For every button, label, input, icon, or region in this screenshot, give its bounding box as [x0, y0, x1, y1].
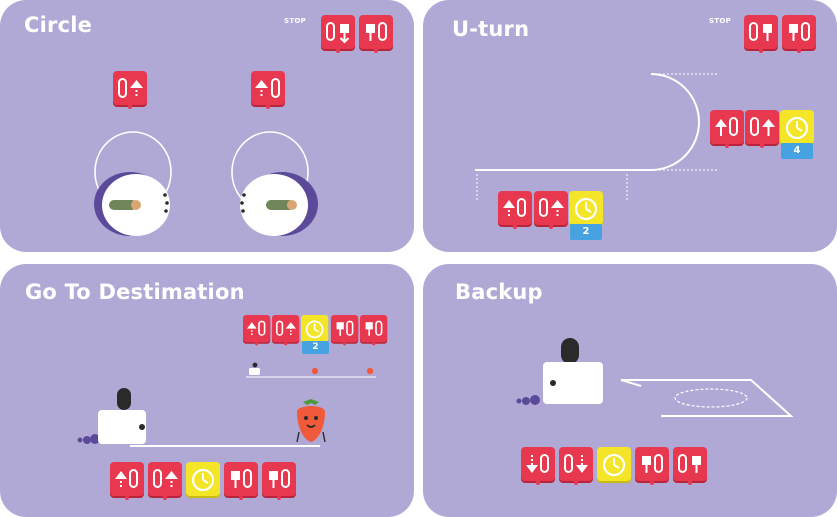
card-stop-back[interactable] [321, 15, 355, 53]
robot-top-right [240, 172, 318, 236]
stop-back-icon [336, 320, 354, 336]
turn-forward-icon [750, 117, 775, 136]
panel-destination: Go To Destimation 2 [0, 264, 414, 517]
card-stop-forward[interactable] [243, 315, 271, 346]
panel-title-backup: Backup [455, 280, 543, 304]
stop-forward-icon [678, 454, 701, 473]
card-turn-forward[interactable] [534, 191, 568, 229]
card-turn-right[interactable] [113, 71, 147, 109]
stop-back-icon [326, 22, 350, 44]
panel-circle: Circle STOP [0, 0, 414, 252]
stop-forward-icon [365, 320, 383, 336]
card-stop-forward[interactable] [110, 462, 144, 500]
turn-forward-icon [276, 320, 296, 336]
stop-forward-icon [269, 469, 290, 488]
card-stop-back[interactable] [744, 15, 778, 53]
panel-title-destination: Go To Destimation [25, 280, 245, 304]
parking-area [620, 379, 794, 417]
card-stop-forward[interactable] [673, 447, 707, 485]
turn-forward-icon [153, 469, 178, 488]
card-wait[interactable] [301, 315, 329, 343]
mini-path-preview [246, 362, 376, 378]
turn-forward-icon [539, 198, 564, 217]
backward-icon [526, 454, 549, 473]
stop-back-icon [231, 469, 252, 488]
backward-icon [564, 454, 588, 473]
panel-uturn: U-turn STOP [423, 0, 837, 252]
panel-title-uturn: U-turn [452, 17, 530, 41]
timer-icon [785, 116, 809, 140]
card-stop-forward[interactable] [262, 462, 296, 500]
card-turn-forward[interactable] [148, 462, 182, 500]
panel-title-circle: Circle [24, 13, 93, 37]
card-wait[interactable] [569, 191, 603, 225]
timer-badge: 2 [302, 341, 329, 354]
robot-side [516, 338, 603, 405]
card-back-forward[interactable] [521, 447, 555, 485]
timer-icon [191, 468, 215, 492]
stop-forward-icon [366, 22, 387, 41]
card-stop-forward[interactable] [359, 15, 393, 53]
stop-forward-icon [503, 198, 526, 217]
card-wait[interactable] [186, 462, 220, 496]
card-stop-forward[interactable] [782, 15, 816, 53]
card-stop-forward[interactable] [710, 110, 744, 148]
robot-side [77, 388, 146, 444]
card-back-turn[interactable] [559, 447, 593, 485]
card-stop-back[interactable] [224, 462, 258, 500]
card-stop-back[interactable] [331, 315, 359, 346]
uturn-path [475, 73, 717, 200]
card-wait[interactable] [597, 447, 631, 481]
stop-forward-icon [247, 320, 266, 336]
card-wait[interactable] [780, 110, 814, 144]
turn-forward-icon [118, 78, 143, 98]
card-turn-left[interactable] [251, 71, 285, 109]
timer-badge: 2 [570, 224, 602, 240]
stop-label: STOP [284, 17, 307, 25]
turn-forward-icon [255, 78, 280, 98]
stop-label: STOP [709, 17, 732, 25]
timer-icon [305, 320, 324, 339]
stop-forward-icon [789, 22, 810, 41]
stop-forward-icon [715, 117, 738, 136]
timer-icon [602, 453, 626, 477]
stop-forward-icon [115, 469, 138, 488]
timer-badge: 4 [781, 143, 813, 159]
strawberry [296, 399, 326, 443]
panel-backup: Backup [423, 264, 837, 517]
road-line [130, 445, 320, 447]
card-stop-back[interactable] [635, 447, 669, 485]
card-turn-forward[interactable] [745, 110, 779, 148]
card-turn-forward[interactable] [272, 315, 300, 346]
timer-icon [574, 197, 598, 221]
stop-back-icon [642, 454, 663, 473]
card-stop-forward[interactable] [498, 191, 532, 229]
card-stop-forward[interactable] [360, 315, 388, 346]
robot-top-left [94, 172, 170, 236]
stop-back-icon [749, 22, 772, 41]
